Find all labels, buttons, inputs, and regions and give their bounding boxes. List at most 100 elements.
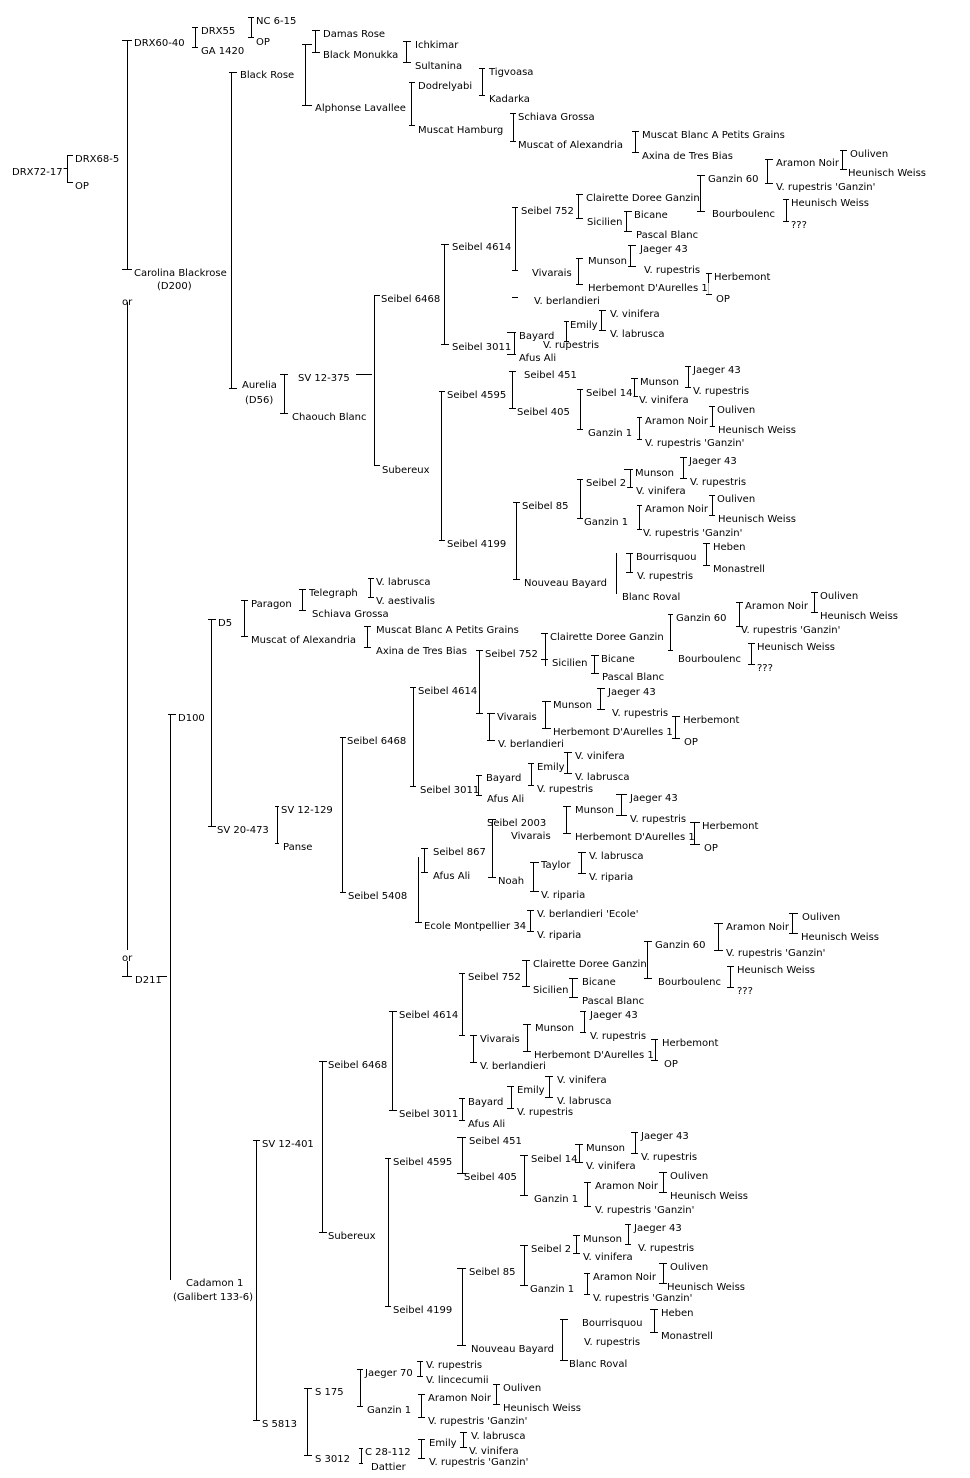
- node-label: Munson: [583, 1234, 622, 1245]
- node-label: Bayard: [486, 773, 521, 784]
- node-label: Ganzin 1: [534, 1194, 578, 1205]
- node-label: SV 12-401: [262, 1139, 314, 1150]
- label-background: [644, 504, 710, 515]
- node-label: Ouliven: [820, 591, 858, 602]
- node-label: Sicilien: [552, 658, 587, 669]
- node-label: Heunisch Weiss: [757, 642, 835, 653]
- node-label: Seibel 4614: [452, 242, 511, 253]
- label-background: [583, 517, 630, 528]
- node-label: Heben: [661, 1308, 694, 1319]
- node-label: V. rupestris: [638, 1243, 694, 1254]
- label-background: [417, 125, 505, 136]
- label-background: [587, 283, 709, 294]
- label-background: [644, 416, 710, 427]
- node-label: Ganzin 1: [588, 428, 632, 439]
- label-background: [520, 206, 575, 217]
- node-label: V. rupestris 'Ganzin': [643, 528, 742, 539]
- node-label: Axina de Tres Bias: [376, 646, 467, 657]
- node-label: Aramon Noir: [645, 416, 709, 427]
- node-label: NC 6-15: [256, 16, 296, 27]
- node-label: S 175: [315, 1387, 344, 1398]
- node-label: Ganzin 1: [367, 1405, 411, 1416]
- node-label: SV 12-375: [298, 373, 350, 384]
- node-label: V. riparia: [537, 930, 581, 941]
- node-label: Seibel 867: [433, 847, 486, 858]
- node-label: Seibel 4595: [447, 390, 506, 401]
- node-label: OP: [256, 37, 270, 48]
- node-label: ???: [757, 663, 773, 674]
- node-label: Aramon Noir: [745, 601, 809, 612]
- node-label: Jaeger 43: [607, 687, 656, 698]
- node-label: Vivarais: [480, 1034, 520, 1045]
- node-label: Aramon Noir: [726, 922, 790, 933]
- node-label: Black Rose: [240, 70, 294, 81]
- node-label: Seibel 3011: [452, 342, 511, 353]
- node-label: Munson: [588, 256, 627, 267]
- node-label: V. rupestris 'Ganzin': [741, 625, 840, 636]
- node-label: Heunisch Weiss: [801, 932, 879, 943]
- node-label: Bicane: [582, 977, 616, 988]
- node-label: Chaouch Blanc: [292, 412, 367, 423]
- node-label: Bayard: [519, 331, 554, 342]
- node-label: D100: [178, 713, 205, 724]
- node-label: Blanc Roval: [569, 1359, 627, 1370]
- node-label: Vivarais: [532, 268, 572, 279]
- node-label: DRX60-40: [134, 38, 185, 49]
- node-label: DRX72-17: [12, 167, 63, 178]
- node-label: Alphonse Lavallee: [315, 103, 406, 114]
- node-label: Monastrell: [713, 564, 765, 575]
- node-label: V. riparia: [541, 890, 585, 901]
- label-background: [521, 501, 570, 512]
- node-label: Jaeger 70: [364, 1368, 413, 1379]
- label-background: [250, 599, 293, 610]
- node-label: Clairette Doree Ganzin: [586, 193, 700, 204]
- node-label: Clairette Doree Ganzin: [550, 632, 664, 643]
- node-label: Seibel 4614: [399, 1010, 458, 1021]
- node-label: S 3012: [315, 1454, 350, 1465]
- node-label: (D200): [157, 281, 192, 292]
- node-label: Emily: [570, 320, 598, 331]
- node-label: DRX68-5: [75, 154, 119, 165]
- node-label: OP: [704, 843, 718, 854]
- node-label: Herbemont: [683, 715, 739, 726]
- node-label: S 5813: [262, 1419, 297, 1430]
- node-label: Seibel 752: [468, 972, 521, 983]
- node-label: Bayard: [468, 1097, 503, 1108]
- node-label: Herbemont D'Aurelles 1: [534, 1050, 654, 1061]
- node-label: Subereux: [382, 465, 430, 476]
- node-label: V. berlandieri: [534, 296, 600, 307]
- node-label: ???: [737, 986, 753, 997]
- node-label: Seibel 2003: [487, 818, 546, 829]
- node-label: V. vinifera: [575, 751, 625, 762]
- label-background: [587, 428, 634, 439]
- label-background: [775, 158, 841, 169]
- node-label: V. rupestris 'Ganzin': [595, 1205, 694, 1216]
- label-background: [11, 167, 64, 178]
- node-label: Noah: [498, 876, 524, 887]
- node-label: Jaeger 43: [688, 456, 737, 467]
- label-background: [74, 154, 121, 165]
- node-label: Ouliven: [802, 912, 840, 923]
- node-label: Ouliven: [850, 149, 888, 160]
- node-label: OP: [684, 737, 698, 748]
- node-label: V. rupestris: [644, 265, 700, 276]
- node-label: Kadarka: [489, 94, 530, 105]
- node-label: or: [122, 953, 133, 964]
- node-label: Ouliven: [670, 1171, 708, 1182]
- node-label: V. labrusca: [557, 1096, 611, 1107]
- label-background: [643, 265, 702, 276]
- node-label: Aurelia: [242, 380, 277, 391]
- node-label: Seibel 451: [524, 370, 577, 381]
- node-label: Cadamon 1: [186, 1278, 243, 1289]
- node-label: Heunisch Weiss: [718, 425, 796, 436]
- node-label: Seibel 14: [531, 1154, 577, 1165]
- node-label: Herbemont: [662, 1038, 718, 1049]
- node-label: Seibel 85: [469, 1267, 515, 1278]
- node-label: Paragon: [251, 599, 292, 610]
- node-label: OP: [75, 181, 89, 192]
- node-label: C 28-112: [365, 1447, 411, 1458]
- node-label: Herbemont: [714, 272, 770, 283]
- node-label: Schiava Grossa: [518, 112, 595, 123]
